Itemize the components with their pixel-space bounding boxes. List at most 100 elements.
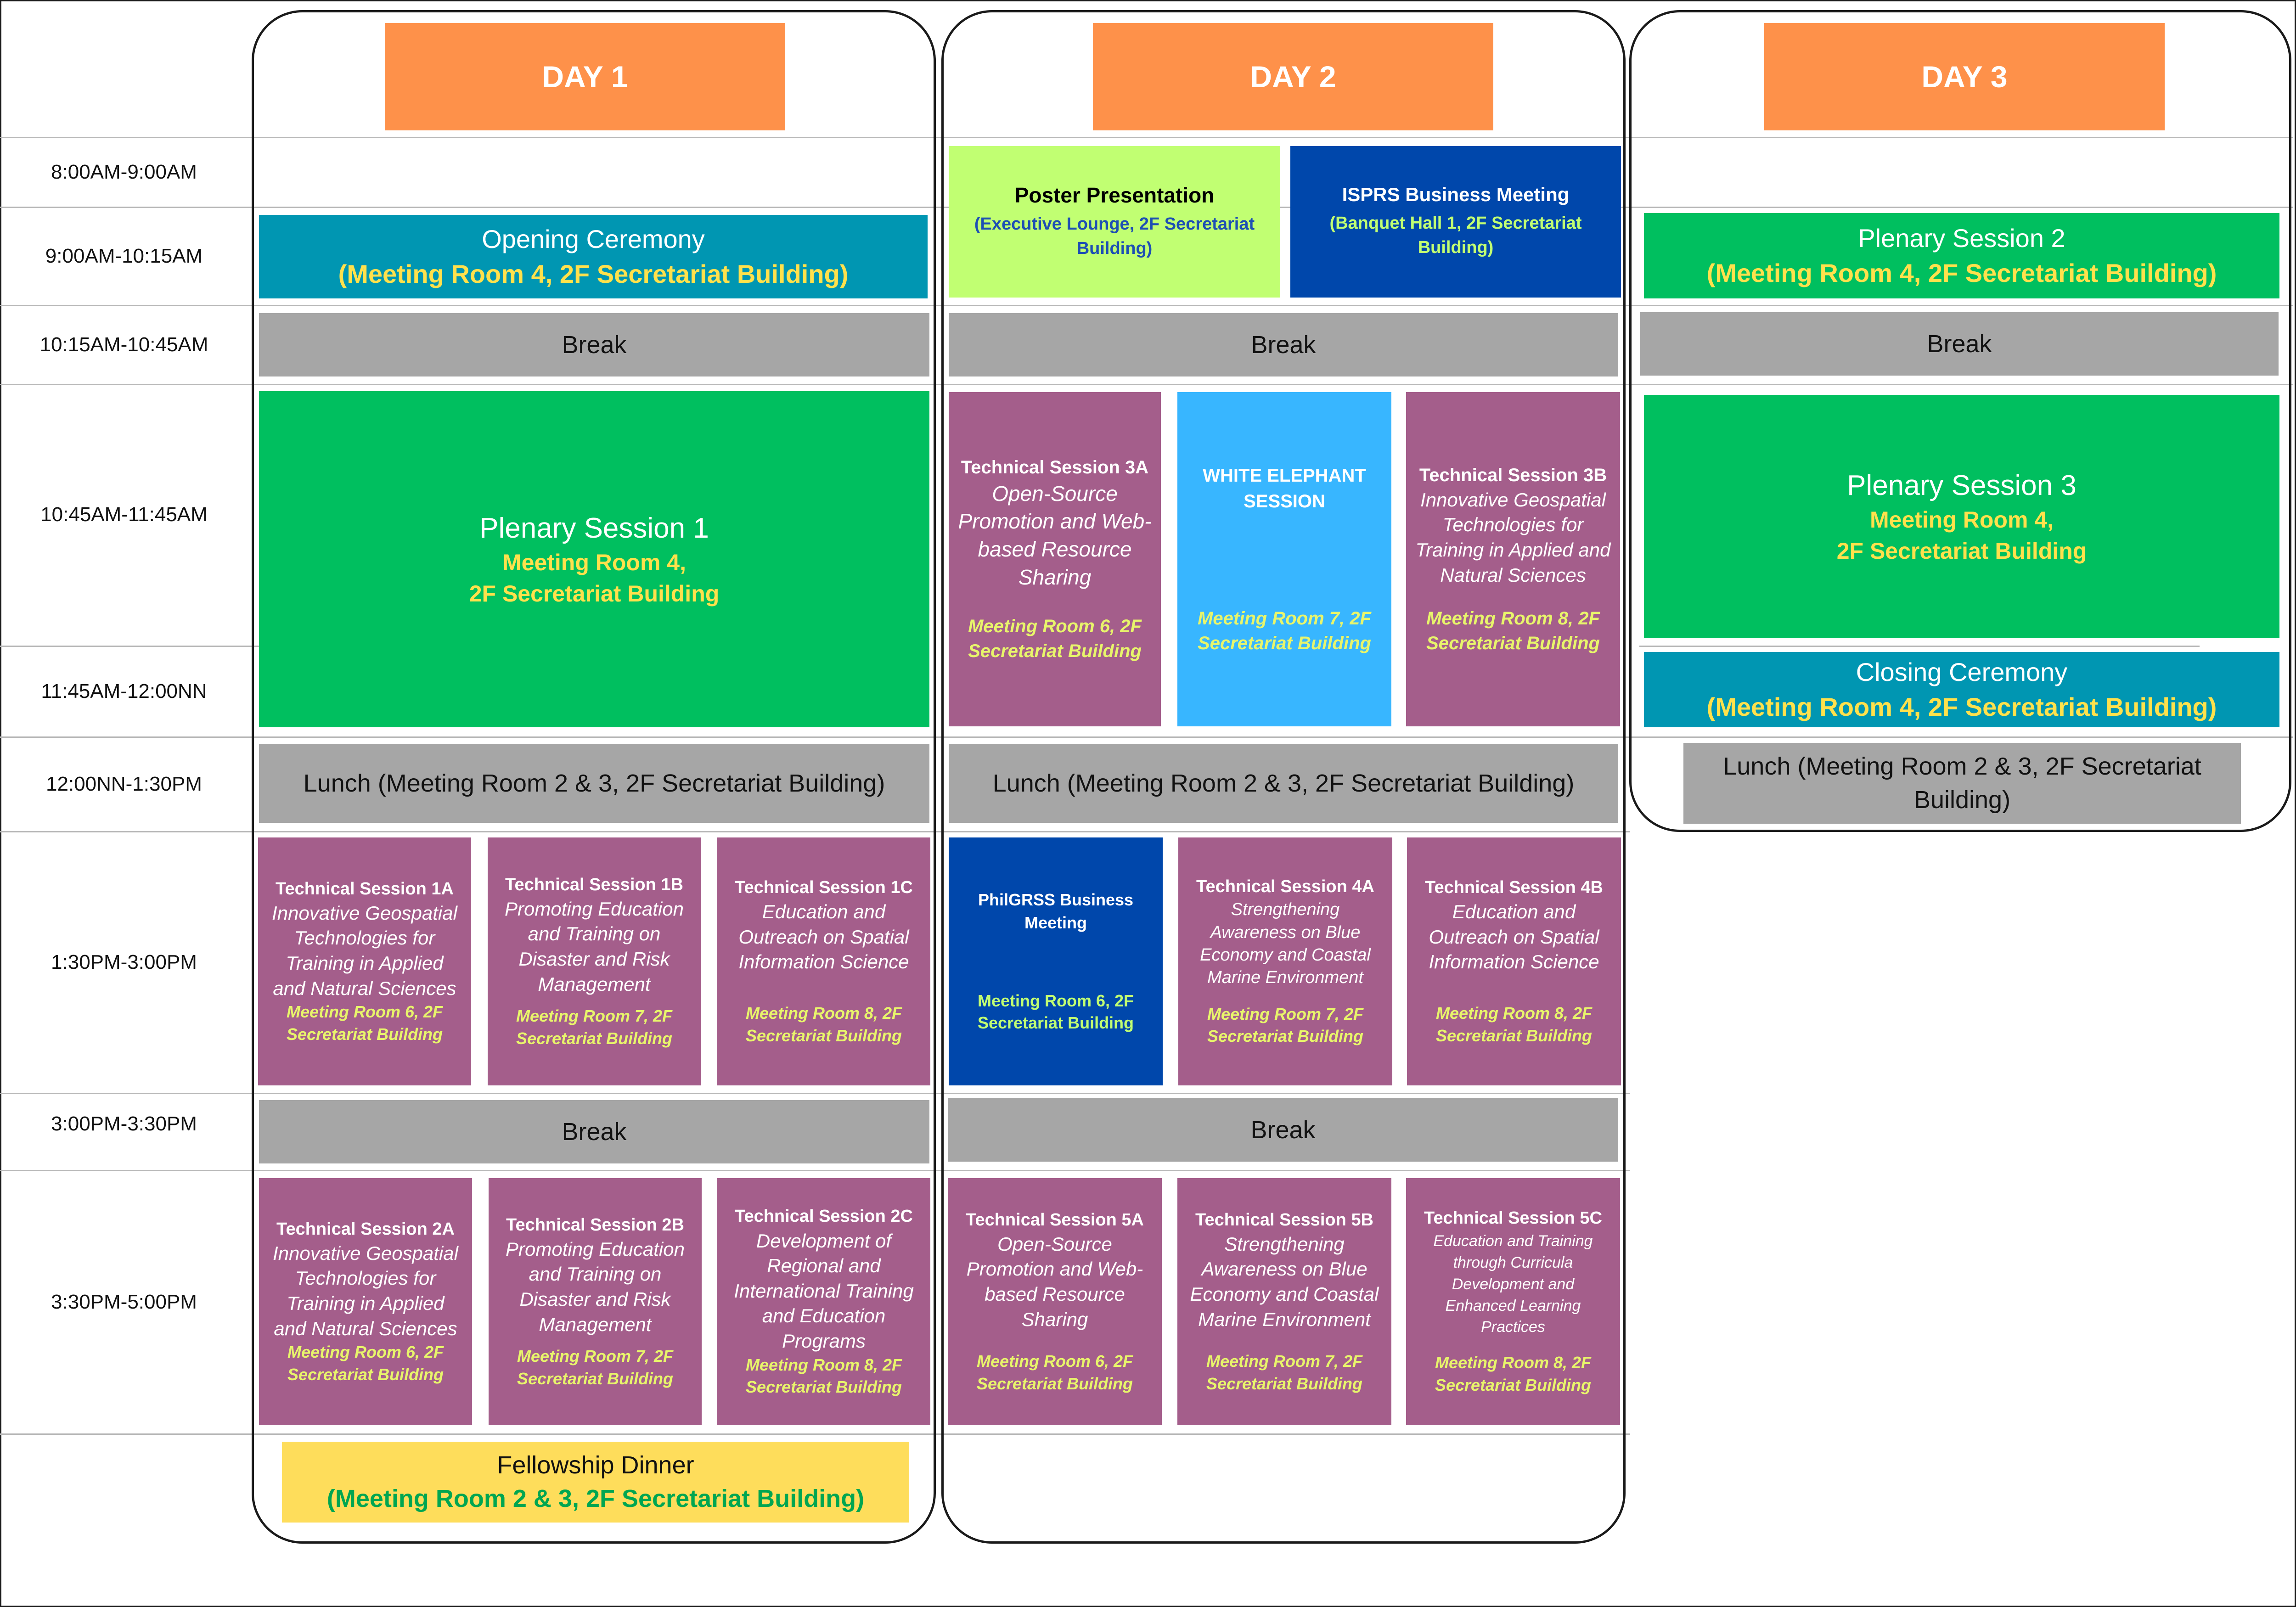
- isprs-business-meeting-title: ISPRS Business Meeting: [1342, 183, 1570, 205]
- isprs-business-meeting-location: (Banquet Hall 1, 2F Secretariat Building…: [1329, 213, 1582, 257]
- poster-presentation-location: (Executive Lounge, 2F Secretariat Buildi…: [974, 214, 1255, 258]
- poster-presentation: Poster Presentation (Executive Lounge, 2…: [949, 146, 1280, 298]
- session-topic: Promoting Education and Training on Disa…: [505, 898, 684, 995]
- row-divider: [0, 736, 2293, 738]
- time-label: 10:45AM-11:45AM: [40, 503, 208, 526]
- day-2-header: DAY 2: [1093, 23, 1493, 130]
- session-location: Meeting Room 6, 2F Secretariat Building: [286, 1002, 443, 1044]
- opening-ceremony: Opening Ceremony (Meeting Room 4, 2F Sec…: [259, 215, 928, 298]
- day2-break-afternoon: Break: [948, 1098, 1618, 1162]
- session-location: Meeting Room 7, 2F Secretariat Building: [1206, 1352, 1363, 1393]
- poster-presentation-title: Poster Presentation: [1014, 183, 1215, 207]
- row-divider: [0, 646, 262, 647]
- plenary-session-2-location: (Meeting Room 4, 2F Secretariat Building…: [1706, 258, 2217, 287]
- technical-session-5a: Technical Session 5A Open-Source Promoti…: [948, 1178, 1162, 1425]
- session-topic: Innovative Geospatial Technologies for T…: [1415, 489, 1611, 586]
- day3-break-morning: Break: [1640, 312, 2279, 376]
- session-title: Technical Session 5C: [1424, 1208, 1602, 1228]
- session-title: Technical Session 2A: [276, 1219, 455, 1239]
- day1-lunch: Lunch (Meeting Room 2 & 3, 2F Secretaria…: [259, 744, 929, 823]
- day-1-column: [252, 10, 936, 1544]
- technical-session-4b: Technical Session 4B Education and Outre…: [1407, 837, 1621, 1085]
- technical-session-2c: Technical Session 2C Development of Regi…: [717, 1178, 930, 1425]
- technical-session-3b: Technical Session 3B Innovative Geospati…: [1406, 392, 1620, 726]
- plenary-session-3-location-2: 2F Secretariat Building: [1836, 538, 2087, 564]
- technical-session-5c: Technical Session 5C Education and Train…: [1406, 1178, 1620, 1425]
- time-label: 11:45AM-12:00NN: [41, 680, 207, 702]
- session-title: Technical Session 2C: [735, 1207, 913, 1226]
- technical-session-1c: Technical Session 1C Education and Outre…: [717, 837, 930, 1085]
- row-divider: [0, 831, 1630, 832]
- technical-session-1b: Technical Session 1B Promoting Education…: [488, 837, 701, 1085]
- time-label: 8:00AM-9:00AM: [51, 161, 197, 183]
- row-divider: [0, 1170, 1630, 1171]
- time-label: 12:00NN-1:30PM: [46, 773, 202, 795]
- session-title: Technical Session 5B: [1195, 1210, 1373, 1230]
- session-topic: Innovative Geospatial Technologies for T…: [273, 1242, 458, 1339]
- row-divider: [0, 1433, 1630, 1435]
- session-location: Meeting Room 8, 2F Secretariat Building: [1435, 1003, 1593, 1045]
- session-title: Technical Session 5A: [966, 1210, 1144, 1230]
- session-title: Technical Session 1C: [735, 877, 913, 897]
- day2-lunch: Lunch (Meeting Room 2 & 3, 2F Secretaria…: [949, 744, 1618, 823]
- session-location: Meeting Room 6, 2F Secretariat Building: [977, 991, 1134, 1033]
- session-location: Meeting Room 6, 2F Secretariat Building: [287, 1343, 444, 1384]
- plenary-session-1-location: Meeting Room 4,: [502, 550, 687, 576]
- opening-ceremony-title: Opening Ceremony: [482, 225, 705, 254]
- plenary-session-3-location: Meeting Room 4,: [1869, 507, 2054, 533]
- closing-ceremony: Closing Ceremony (Meeting Room 4, 2F Sec…: [1644, 652, 2279, 727]
- session-title: Technical Session 1A: [276, 879, 454, 899]
- session-location: Meeting Room 7, 2F Secretariat Building: [517, 1347, 674, 1388]
- day-1-header: DAY 1: [385, 23, 785, 130]
- session-title: Technical Session 4A: [1196, 877, 1374, 896]
- row-divider: [0, 137, 2293, 138]
- closing-ceremony-title: Closing Ceremony: [1856, 657, 2068, 687]
- session-topic: Open-Source Promotion and Web-based Reso…: [958, 481, 1152, 589]
- session-location: Meeting Room 8, 2F Secretariat Building: [745, 1355, 902, 1397]
- session-title: Technical Session 3B: [1419, 465, 1607, 485]
- fellowship-dinner-location: (Meeting Room 2 & 3, 2F Secretariat Buil…: [326, 1485, 865, 1512]
- session-location: Meeting Room 8, 2F Secretariat Building: [1435, 1353, 1592, 1394]
- opening-ceremony-location: (Meeting Room 4, 2F Secretariat Building…: [338, 259, 849, 288]
- day1-break-morning: Break: [259, 313, 929, 376]
- day-3-column: [1629, 10, 2291, 832]
- day-3-header: DAY 3: [1764, 23, 2165, 130]
- row-divider: [0, 305, 2293, 306]
- session-location: Meeting Room 7, 2F Secretariat Building: [1198, 608, 1371, 653]
- session-topic: Open-Source Promotion and Web-based Reso…: [966, 1233, 1143, 1330]
- session-title: Technical Session 4B: [1425, 877, 1603, 897]
- plenary-session-1: Plenary Session 1 Meeting Room 4, 2F Sec…: [259, 391, 929, 727]
- technical-session-2a: Technical Session 2A Innovative Geospati…: [259, 1178, 472, 1425]
- technical-session-5b: Technical Session 5B Strengthening Aware…: [1177, 1178, 1391, 1425]
- session-topic: Strengthening Awareness on Blue Economy …: [1190, 1233, 1379, 1330]
- session-title: Technical Session 1B: [505, 875, 683, 894]
- white-elephant-session: WHITE ELEPHANT SESSION Meeting Room 7, 2…: [1177, 392, 1391, 726]
- row-divider: [1639, 646, 2200, 647]
- technical-session-2b: Technical Session 2B Promoting Education…: [489, 1178, 702, 1425]
- session-topic: Promoting Education and Training on Disa…: [506, 1238, 685, 1335]
- white-elephant-session-title: WHITE ELEPHANT SESSION: [1203, 466, 1366, 511]
- session-topic: Strengthening Awareness on Blue Economy …: [1200, 900, 1371, 988]
- session-topic: Education and Outreach on Spatial Inform…: [738, 901, 909, 973]
- time-label: 9:00AM-10:15AM: [45, 245, 203, 267]
- plenary-session-2: Plenary Session 2 (Meeting Room 4, 2F Se…: [1644, 213, 2279, 298]
- row-divider: [0, 384, 2293, 385]
- day-2-column: [941, 10, 1626, 1544]
- plenary-session-1-location-2: 2F Secretariat Building: [469, 580, 720, 607]
- time-label: 1:30PM-3:00PM: [51, 951, 197, 973]
- technical-session-3a: Technical Session 3A Open-Source Promoti…: [949, 392, 1161, 726]
- day2-break-morning: Break: [949, 313, 1618, 376]
- session-location: Meeting Room 7, 2F Secretariat Building: [516, 1006, 673, 1048]
- session-title: Technical Session 3A: [961, 457, 1149, 478]
- philgrss-business-meeting: PhilGRSS Business Meeting Meeting Room 6…: [949, 837, 1163, 1085]
- session-location: Meeting Room 7, 2F Secretariat Building: [1207, 1004, 1364, 1046]
- row-divider: [0, 1093, 1630, 1094]
- fellowship-dinner-title: Fellowship Dinner: [497, 1451, 694, 1479]
- plenary-session-1-title: Plenary Session 1: [479, 512, 709, 544]
- day3-lunch: Lunch (Meeting Room 2 & 3, 2F Secretaria…: [1683, 743, 2241, 824]
- session-location: Meeting Room 8, 2F Secretariat Building: [1426, 608, 1600, 654]
- session-location: Meeting Room 8, 2F Secretariat Building: [745, 1003, 902, 1045]
- fellowship-dinner: Fellowship Dinner (Meeting Room 2 & 3, 2…: [282, 1442, 909, 1523]
- philgrss-business-meeting-title: PhilGRSS Business Meeting: [978, 890, 1134, 933]
